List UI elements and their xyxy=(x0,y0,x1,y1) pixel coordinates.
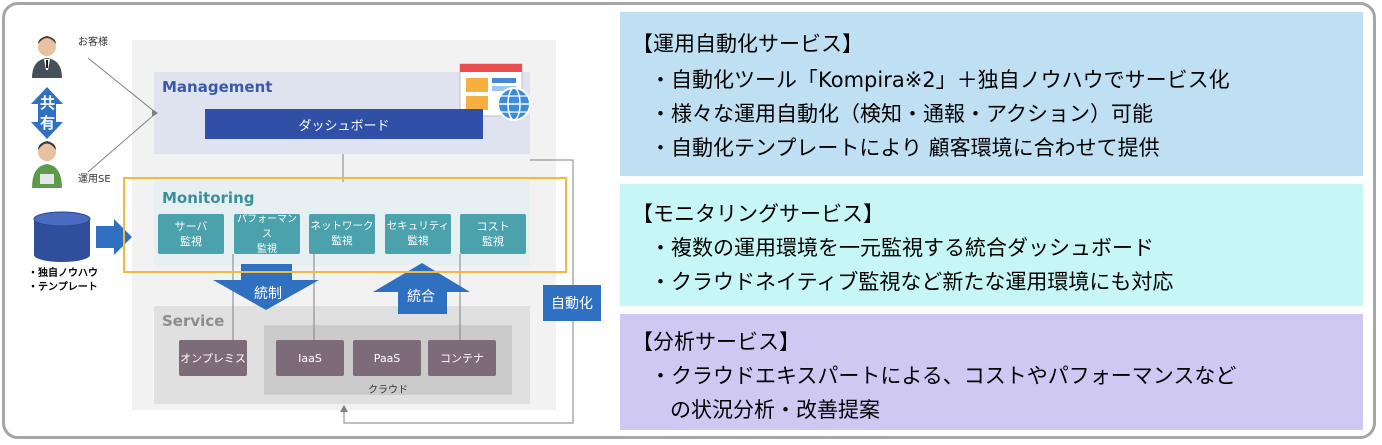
dashboard-window-icon xyxy=(459,63,531,121)
database-icon xyxy=(33,211,91,262)
cost-monitoring-box: コスト監視 xyxy=(460,214,526,254)
paas-box: PaaS xyxy=(353,340,421,376)
knowhow-label: ・独自ノウハウ xyxy=(28,268,98,279)
cloud-label: クラウド xyxy=(368,385,408,396)
monitoring-title: Monitoring xyxy=(162,189,255,207)
monitoring-service-panel: 【モニタリングサービス】 ・複数の運用環境を一元監視する統合ダッシュボード ・ク… xyxy=(620,184,1363,306)
container-box: コンテナ xyxy=(428,340,496,376)
analysis-bullet-2: の状況分析・改善提案 xyxy=(670,398,880,422)
control-label: 統制 xyxy=(254,286,282,302)
customer-label: お客様 xyxy=(78,37,108,48)
server-monitoring-box: サーバ監視 xyxy=(158,214,224,254)
template-label: ・テンプレート xyxy=(28,282,98,293)
automation-bullet-3: ・自動化テンプレートにより 顧客環境に合わせて提供 xyxy=(650,136,1160,160)
automation-loop-line xyxy=(343,159,574,424)
analysis-service-panel: 【分析サービス】 ・クラウドエキスパートによる、コストやパフォーマンスなど の状… xyxy=(620,314,1363,430)
onpremise-box: オンプレミス xyxy=(179,340,247,376)
ops-se-label: 運用SE xyxy=(78,174,111,185)
analysis-service-title: 【分析サービス】 xyxy=(632,330,800,354)
automation-bullet-1: ・自動化ツール「Kompira※2」＋独自ノウハウでサービス化 xyxy=(650,68,1230,92)
automation-bullet-2: ・様々な運用自動化（検知・通報・アクション）可能 xyxy=(650,102,1153,126)
automation-service-panel: 【運用自動化サービス】 ・自動化ツール「Kompira※2」＋独自ノウハウでサー… xyxy=(620,12,1363,176)
monitoring-bullet-2: ・クラウドネイティブ監視など新たな運用環境にも対応 xyxy=(650,270,1174,294)
integration-arrow xyxy=(373,263,470,314)
security-monitoring-box: セキュリティ監視 xyxy=(385,214,451,254)
share-char-1: 共 xyxy=(40,94,56,112)
ops-se-person-icon xyxy=(32,141,62,188)
arrow-head-service xyxy=(340,405,348,412)
management-title: Management xyxy=(162,78,273,96)
monitoring-bullet-1: ・複数の運用環境を一元監視する統合ダッシュボード xyxy=(650,236,1154,260)
iaas-box: IaaS xyxy=(276,340,344,376)
monitoring-highlight-border xyxy=(123,177,567,273)
share-char-2: 有 xyxy=(40,114,56,132)
ops-link-line xyxy=(87,113,156,173)
arrow-head-mgmt xyxy=(152,109,158,117)
performance-monitoring-box: パフォーマンス監視 xyxy=(234,214,300,255)
integration-label: 統合 xyxy=(407,289,435,305)
automation-box: 自動化 xyxy=(543,285,601,321)
analysis-bullet-1: ・クラウドエキスパートによる、コストやパフォーマンスなど xyxy=(650,364,1237,388)
customer-link-line xyxy=(87,57,156,113)
monitoring-service-title: 【モニタリングサービス】 xyxy=(632,202,884,226)
service-title: Service xyxy=(162,312,225,330)
customer-person-icon xyxy=(32,36,62,78)
dashboard-box: ダッシュボード xyxy=(205,109,483,139)
control-arrow xyxy=(213,264,319,310)
network-monitoring-box: ネットワーク監視 xyxy=(309,214,375,254)
automation-service-title: 【運用自動化サービス】 xyxy=(632,32,863,56)
share-double-arrow xyxy=(31,87,63,139)
